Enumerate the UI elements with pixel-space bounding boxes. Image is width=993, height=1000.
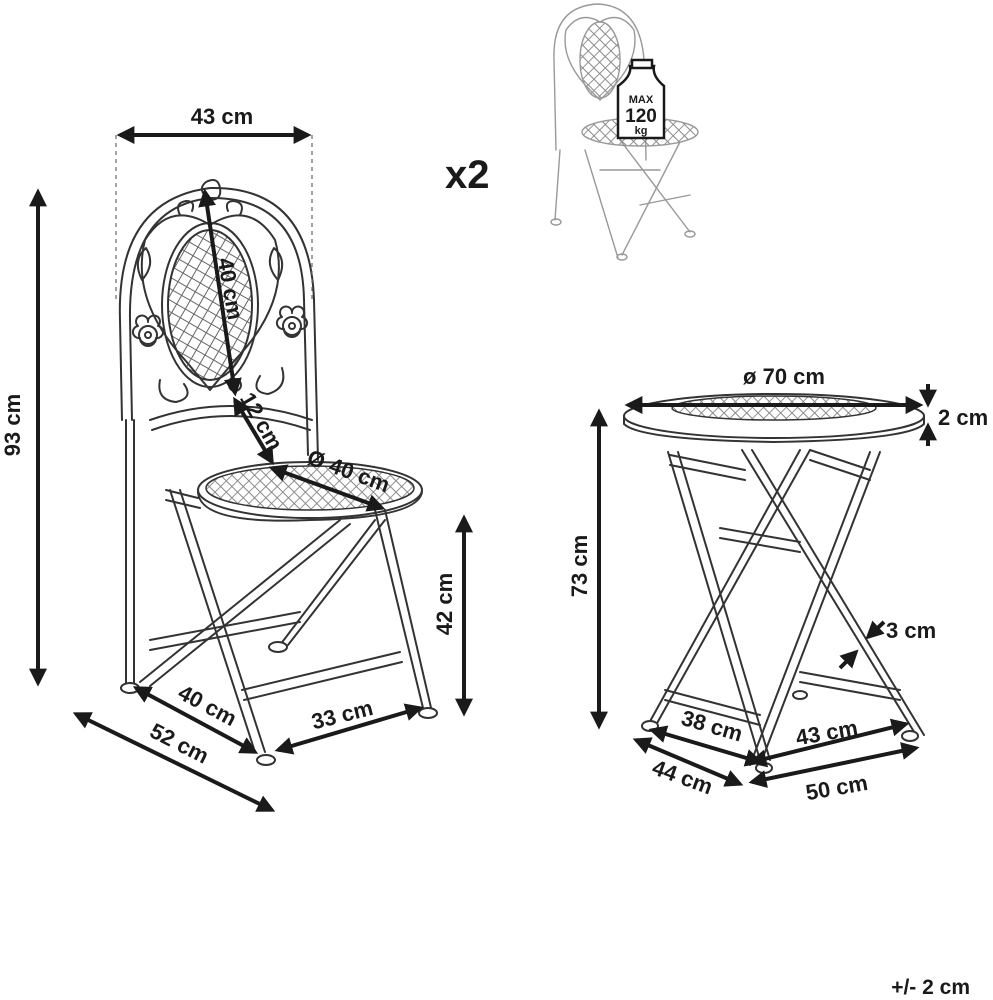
tolerance-label: +/- 2 cm xyxy=(891,976,970,999)
chair-width-label: 43 cm xyxy=(191,104,253,129)
table-thickness-label: 2 cm xyxy=(938,405,988,430)
table-drawing xyxy=(623,393,925,774)
chair-leg-depth-label: 40 cm xyxy=(174,680,241,731)
table-diameter-label: ø 70 cm xyxy=(743,364,825,389)
backrest-gap-line xyxy=(233,396,274,466)
seat-diameter-line xyxy=(268,464,386,512)
weight-badge-unit: kg xyxy=(635,125,648,137)
table-depth-line xyxy=(632,737,744,787)
chair-dimensions xyxy=(29,126,473,812)
table-width-label: 50 cm xyxy=(804,770,870,805)
table-height-label: 73 cm xyxy=(567,535,592,597)
seat-height-label: 42 cm xyxy=(432,573,457,635)
quantity-label: x2 xyxy=(445,153,490,197)
table-width-line xyxy=(748,742,920,788)
weight-badge-value: 120 xyxy=(625,106,657,127)
table-leg-thickness-arrow-b xyxy=(838,649,859,670)
chair-height-label: 93 cm xyxy=(0,394,25,456)
chair-depth-line xyxy=(72,712,276,812)
chair-leg-width-label: 33 cm xyxy=(309,695,376,734)
chair-leg-width-line xyxy=(274,703,424,755)
weight-badge-max: MAX xyxy=(629,94,654,106)
weight-badge-icon xyxy=(616,58,666,140)
table-leg-thickness-label: 3 cm xyxy=(886,618,936,643)
table-leg-thickness-arrow-a xyxy=(865,620,886,640)
table-dimensions xyxy=(590,384,937,788)
table-leg-width-label: 43 cm xyxy=(794,715,860,750)
backrest-height-line xyxy=(198,188,242,397)
